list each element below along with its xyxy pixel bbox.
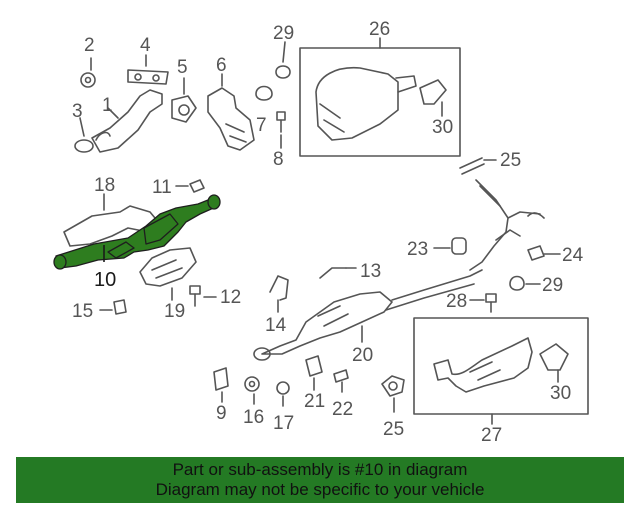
part-26-muffler-box[interactable]: [299, 37, 461, 157]
part-7-clamp[interactable]: [255, 85, 273, 101]
callout-17[interactable]: 17: [273, 413, 295, 434]
callout-5[interactable]: 5: [177, 57, 188, 78]
part-8-bolt[interactable]: [276, 111, 286, 149]
part-23-hanger[interactable]: [433, 237, 467, 255]
callout-27[interactable]: 27: [481, 425, 503, 446]
part-11-nut[interactable]: [175, 179, 205, 193]
callout-9[interactable]: 9: [216, 403, 227, 424]
part-25-heat-shield-strap[interactable]: [459, 157, 497, 175]
part-4-gasket[interactable]: [127, 54, 169, 85]
part-22-bolt[interactable]: [333, 369, 349, 393]
callout-14[interactable]: 14: [265, 315, 287, 336]
callout-24[interactable]: 24: [562, 245, 584, 266]
callout-6[interactable]: 6: [216, 55, 227, 76]
part-19-catalytic-converter[interactable]: [139, 247, 197, 301]
part-20-center-muffler[interactable]: [253, 269, 483, 361]
callout-11[interactable]: 11: [152, 177, 172, 198]
part-3-gasket[interactable]: [74, 117, 94, 153]
part-25-gasket[interactable]: [381, 375, 405, 413]
callout-4[interactable]: 4: [140, 35, 151, 56]
rear-y-pipe[interactable]: [469, 179, 545, 271]
callout-19[interactable]: 19: [164, 301, 186, 322]
callout-8[interactable]: 8: [273, 149, 284, 170]
part-6-catalytic-converter[interactable]: [207, 73, 255, 151]
callout-7[interactable]: 7: [256, 115, 267, 136]
callout-15[interactable]: 15: [72, 301, 94, 322]
callout-21[interactable]: 21: [304, 391, 326, 412]
callout-26[interactable]: 26: [369, 19, 391, 40]
callout-3[interactable]: 3: [72, 101, 83, 122]
part-5-gasket[interactable]: [171, 77, 197, 123]
callout-28[interactable]: 28: [446, 291, 468, 312]
part-27-muffler-box[interactable]: [413, 317, 589, 425]
part-10-highlighted-pipe-assembly[interactable]: [53, 194, 221, 270]
part-29-hanger-right[interactable]: [509, 275, 541, 291]
part-2-nut[interactable]: [80, 57, 96, 88]
part-17-nut[interactable]: [276, 381, 290, 407]
part-15-bolt[interactable]: [99, 299, 127, 315]
callout-2[interactable]: 2: [84, 35, 95, 56]
callout-18[interactable]: 18: [94, 175, 116, 196]
callout-29-right[interactable]: 29: [542, 275, 564, 296]
callout-23[interactable]: 23: [407, 239, 429, 260]
part-12-bolt[interactable]: [189, 285, 217, 307]
part-21-pipe-joint[interactable]: [305, 355, 323, 391]
banner-line-1: Part or sub-assembly is #10 in diagram: [172, 460, 468, 479]
callout-25-top[interactable]: 25: [500, 150, 522, 171]
callout-25-bottom[interactable]: 25: [383, 419, 405, 440]
part-14-bracket[interactable]: [269, 275, 289, 313]
callout-30-top[interactable]: 30: [432, 117, 454, 138]
callout-10[interactable]: 10: [94, 269, 117, 291]
callout-12[interactable]: 12: [220, 287, 242, 308]
exhaust-system-diagram: [53, 37, 589, 425]
callout-16[interactable]: 16: [243, 407, 265, 428]
callout-29-top[interactable]: 29: [273, 23, 295, 44]
banner-line-2: Diagram may not be specific to your vehi…: [155, 480, 485, 499]
callout-22[interactable]: 22: [332, 399, 354, 420]
callout-20[interactable]: 20: [352, 345, 374, 366]
part-16-nut[interactable]: [244, 376, 260, 405]
callout-13[interactable]: 13: [360, 261, 382, 282]
part-29-hanger-top[interactable]: [275, 41, 291, 79]
callout-30-bottom[interactable]: 30: [550, 383, 572, 404]
part-24-nut[interactable]: [527, 245, 561, 261]
part-28-bolt[interactable]: [469, 293, 497, 313]
part-9-gasket[interactable]: [213, 367, 229, 403]
part-1-front-pipe[interactable]: [91, 89, 163, 153]
diagram-notice-banner: Part or sub-assembly is #10 in diagram D…: [16, 457, 624, 503]
part-13-bracket[interactable]: [319, 267, 357, 279]
callout-1[interactable]: 1: [102, 95, 113, 116]
